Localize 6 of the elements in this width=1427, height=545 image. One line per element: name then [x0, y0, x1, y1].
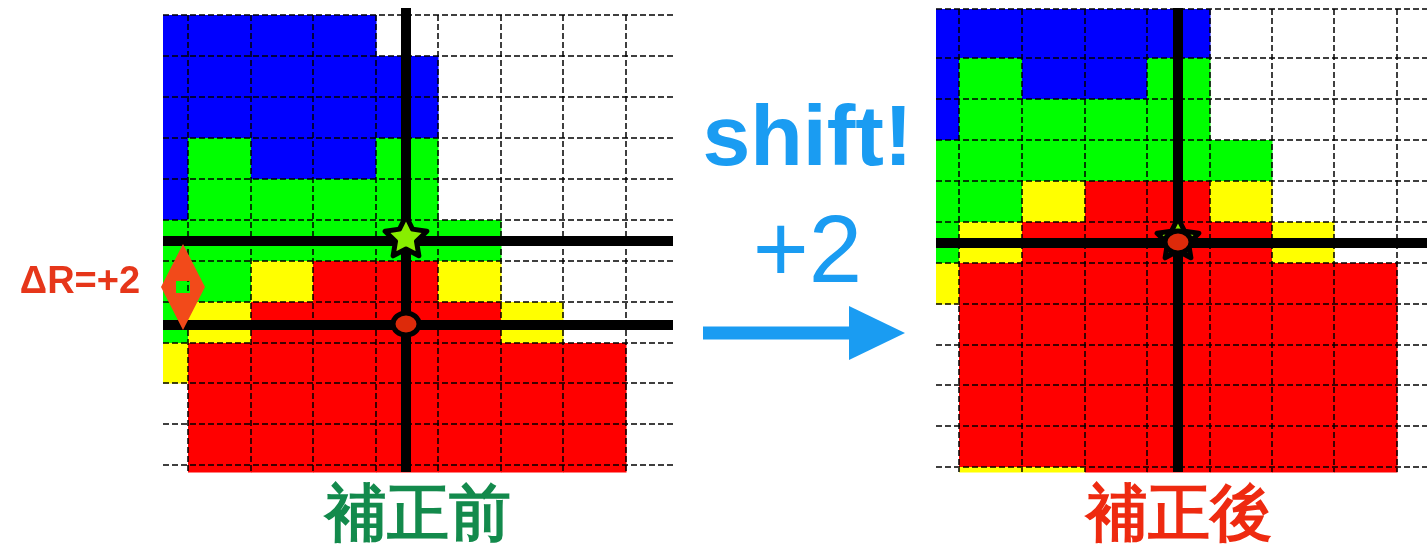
annotation-text: ΔR=+2	[19, 259, 141, 301]
annotation-text: shift!	[702, 87, 913, 183]
annotation-text: +2	[752, 195, 863, 302]
arrow	[703, 306, 905, 360]
panel-title: 補正後	[1085, 476, 1272, 545]
panel-title: 補正前	[325, 476, 511, 545]
